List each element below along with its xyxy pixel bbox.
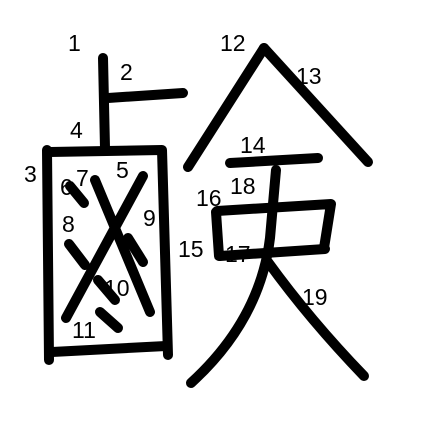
stroke-number-3: 3 xyxy=(24,161,37,187)
stroke-number-10: 10 xyxy=(104,275,130,301)
stroke-number-9: 9 xyxy=(143,205,156,231)
stroke-enclosure-bottom xyxy=(47,341,171,357)
stroke-number-17: 17 xyxy=(225,241,251,267)
stroke-8 xyxy=(64,239,90,270)
stroke-16 xyxy=(212,199,336,253)
stroke-number-1: 1 xyxy=(68,30,81,56)
stroke-number-6: 6 xyxy=(60,174,73,200)
stroke-2 xyxy=(103,88,188,103)
stroke-15 xyxy=(211,207,224,261)
character-strokes xyxy=(42,43,373,388)
stroke-19 xyxy=(263,257,369,381)
stroke-number-labels: 1 2 3 4 5 6 7 8 9 10 11 12 13 14 15 16 1… xyxy=(24,30,328,343)
stroke-6 xyxy=(65,181,89,208)
stroke-1 xyxy=(98,53,110,153)
stroke-7 xyxy=(90,175,155,317)
stroke-9 xyxy=(123,233,148,267)
stroke-number-11: 11 xyxy=(72,317,96,343)
stroke-number-12: 12 xyxy=(220,30,246,56)
stroke-10 xyxy=(93,275,120,305)
stroke-number-8: 8 xyxy=(62,211,75,237)
stroke-number-16: 16 xyxy=(196,185,222,211)
stroke-number-18: 18 xyxy=(230,173,256,199)
stroke-13 xyxy=(259,43,373,167)
stroke-12 xyxy=(183,43,269,172)
stroke-14 xyxy=(225,153,323,168)
stroke-18 xyxy=(186,165,281,388)
stroke-number-5: 5 xyxy=(116,157,129,183)
stroke-number-14: 14 xyxy=(240,132,266,158)
stroke-number-4: 4 xyxy=(70,117,83,143)
stroke-number-7: 7 xyxy=(76,165,89,191)
stroke-11 xyxy=(95,307,123,333)
stroke-3 xyxy=(42,145,54,365)
stroke-number-2: 2 xyxy=(120,59,133,85)
stroke-number-13: 13 xyxy=(296,63,322,89)
stroke-number-19: 19 xyxy=(302,284,328,310)
stroke-4 xyxy=(45,145,173,360)
stroke-5 xyxy=(61,171,148,323)
stroke-number-15: 15 xyxy=(178,236,204,262)
